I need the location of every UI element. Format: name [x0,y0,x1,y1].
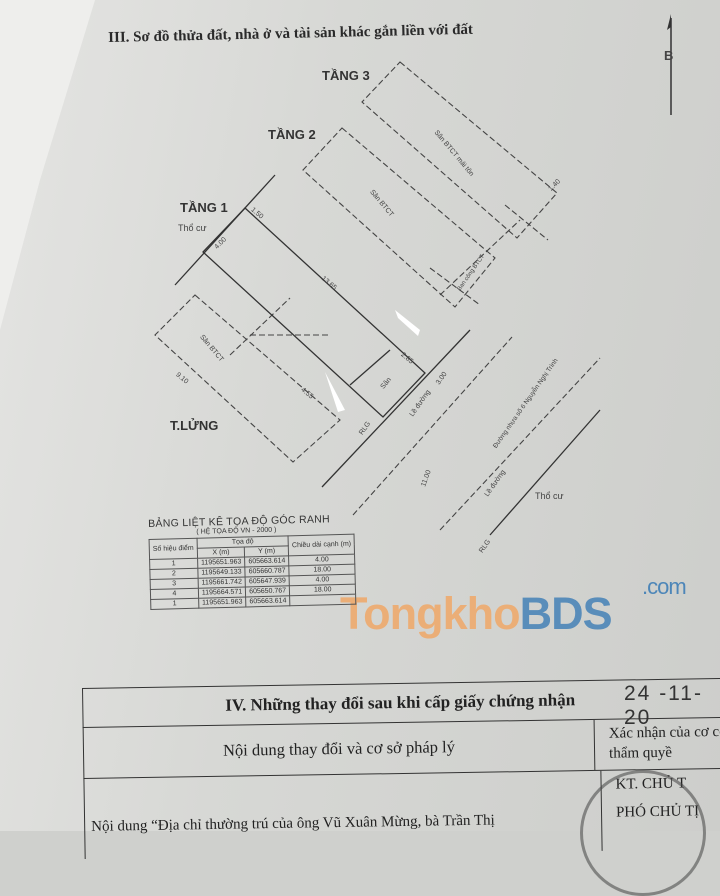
header-edge: Chiều dài cạnh (m) [288,534,355,556]
watermark-logo: TongkhoBDS .com [340,574,687,639]
north-arrow-icon [667,14,672,115]
mezzanine-outline [154,294,341,463]
land-use-label: Thổ cư [178,223,207,233]
floor2-outline [302,127,496,308]
floor1-outline [202,207,426,418]
section4-title: IV. Những thay đổi sau khi cấp giấy chứn… [225,690,576,715]
header-point: Số hiệu điểm [149,538,198,560]
north-label: B [664,48,674,63]
document-page [0,0,720,831]
coordinate-table: BẢNG LIỆT KÊ TỌA ĐỘ GÓC RANH ( HỆ TỌA ĐỘ… [148,513,357,610]
floor-label-2: TẦNG 2 [268,127,316,142]
floor-label-1: TẦNG 1 [180,200,228,215]
stamp-date: 24 -11- 20 [624,682,703,729]
paper-edge [0,0,95,330]
site-plan [154,14,672,536]
official-seal [580,770,706,896]
land-use-label: Thổ cư [535,491,564,501]
floor-label-3: TẦNG 3 [322,68,370,83]
change-content: Nội dung “Địa chỉ thường trú của ông Vũ … [84,770,603,859]
floor3-outline [361,61,558,239]
col-header-content: Nội dung thay đổi và cơ sở pháp lý [83,719,596,778]
floor-label-mezzanine: T.LỬNG [170,418,219,433]
